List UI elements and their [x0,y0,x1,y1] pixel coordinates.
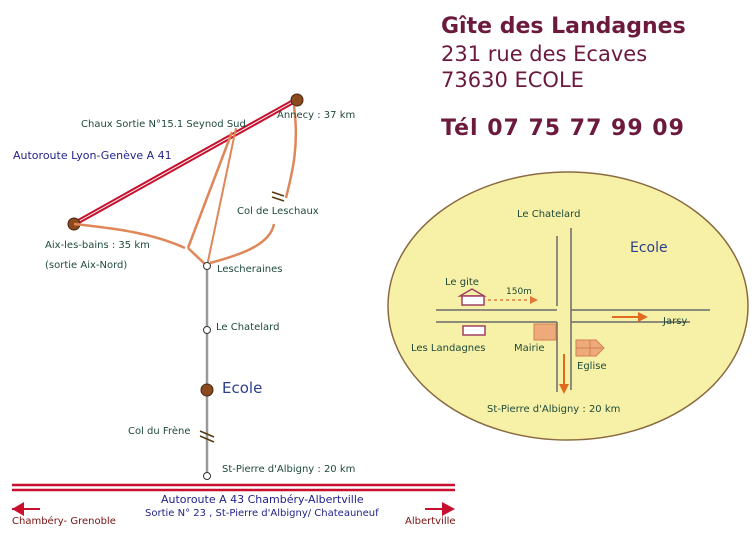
label-aix: Aix-les-bains : 35 km [45,240,150,251]
village-label-distance: 150m [506,287,532,297]
a41-highway-center [73,99,297,225]
label-col-frene: Col du Frène [128,426,191,437]
arrow-left-icon [12,502,24,516]
road-aix-lescheraines [73,222,186,250]
village-ellipse [387,171,749,441]
label-col-leschaux: Col de Leschaux [237,206,319,217]
village-label-st-pierre: St-Pierre d'Albigny : 20 km [487,404,621,415]
village-label-chatelard: Le Chatelard [517,209,581,220]
road-leschaux-lescheraines [209,223,276,265]
eglise-building-icon [575,339,605,357]
col-leschaux-mark [271,191,285,197]
col-frene-mark [199,430,215,438]
label-chaux-exit: Chaux Sortie N°15.1 Seynod Sud [81,119,246,130]
label-albertville: Albertville [405,516,456,527]
road-chaux-junction [186,131,234,249]
gite-house-icon [457,288,487,306]
road-annecy-leschaux [284,105,298,199]
arrow-stpierre-icon [559,384,569,394]
chatelard-node [203,326,211,334]
label-a43-exit: Sortie N° 23 , St-Pierre d'Albigny/ Chat… [145,508,379,519]
label-lescheraines: Lescheraines [217,264,283,275]
address-street: 231 rue des Ecaves [441,42,648,66]
label-st-pierre: St-Pierre d'Albigny : 20 km [222,464,356,475]
road-junction-lescheraines [187,247,208,267]
label-le-chatelard: Le Chatelard [216,322,280,333]
phone-number: Tél 07 75 77 99 09 [441,116,685,141]
lescheraines-node [203,262,211,270]
village-label-eglise: Eglise [577,361,607,372]
label-chambery: Chambéry- Grenoble [12,516,116,527]
village-label-jarsy: Jarsy [663,316,688,327]
ecole-node [200,383,214,397]
arrow-right-icon [442,502,455,516]
gite-title: Gîte des Landagnes [441,14,686,39]
village-label-gite: Le gite [445,277,479,288]
label-annecy: Annecy : 37 km [277,110,356,121]
annecy-node [290,93,304,107]
col-leschaux-mark-2 [271,196,285,202]
col-frene-mark-2 [199,435,215,443]
mairie-building-icon [533,323,557,341]
village-label-landagnes: Les Landagnes [411,343,486,354]
address-city: 73630 ECOLE [441,68,584,92]
road-seynod-lescheraines [206,127,237,267]
label-ecole: Ecole [222,379,263,397]
label-autoroute-a43: Autoroute A 43 Chambéry-Albertville [161,493,364,506]
village-label-mairie: Mairie [514,343,545,354]
arrow-jarsy-icon [638,312,648,322]
label-autoroute-a41: Autoroute Lyon-Genève A 41 [13,149,172,162]
distance-arrow-icon [530,296,538,304]
landagnes-building-icon [462,325,486,336]
stpierre-node [203,472,211,480]
label-aix-exit: (sortie Aix-Nord) [45,260,128,271]
village-label-ecole: Ecole [630,240,668,256]
